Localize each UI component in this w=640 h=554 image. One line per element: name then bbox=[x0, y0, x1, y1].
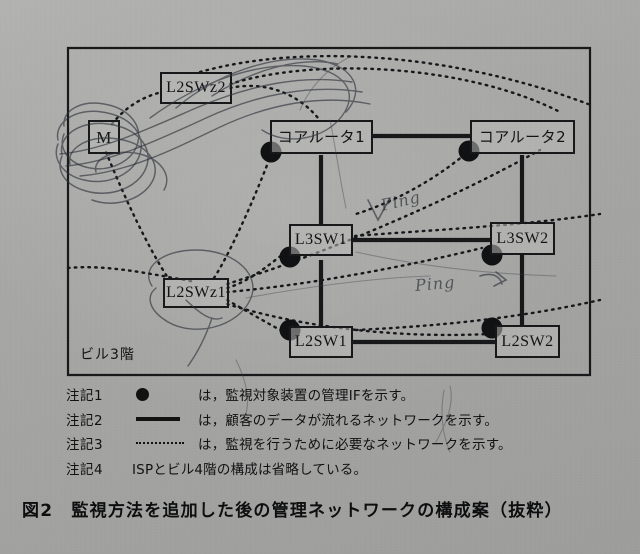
dotted-m-l2swz2 bbox=[110, 90, 164, 126]
handwritten-ping-lower: Ping bbox=[414, 272, 457, 295]
note-row-3: 注記3 は，監視を行うために必要なネットワークを示す。 bbox=[66, 431, 626, 456]
note-3-key: 注記3 bbox=[66, 437, 104, 454]
note-3-symbol bbox=[132, 442, 198, 445]
node-l2sw1-label: L2SW1 bbox=[294, 333, 348, 350]
node-l2sw1[interactable]: L2SW1 bbox=[289, 326, 353, 358]
note-1-key: 注記1 bbox=[66, 388, 104, 405]
figure-caption: 図2 監視方法を追加した後の管理ネットワークの構成案（抜粋） bbox=[22, 501, 563, 521]
dotted-lower-right bbox=[354, 298, 602, 332]
dotted-l2swz1-l3sw1 bbox=[225, 252, 285, 290]
solid-line-icon bbox=[136, 416, 180, 421]
dotted-line-icon bbox=[136, 442, 184, 445]
dotted-l2swz1-l2sw1 bbox=[225, 298, 290, 336]
dotted-core2-down bbox=[354, 148, 472, 216]
dotted-right-sweep bbox=[353, 212, 602, 238]
legend-notes: 注記1 は，監視対象装置の管理IFを示す。 注記2 は，顧客のデータが流れるネッ… bbox=[66, 382, 626, 480]
dotted-l2swz1-l2sw2 bbox=[225, 302, 490, 337]
note-row-1: 注記1 は，監視対象装置の管理IFを示す。 bbox=[66, 382, 626, 407]
note-2-symbol bbox=[132, 416, 198, 421]
floor-label: ビル3階 bbox=[80, 347, 135, 363]
customer-data-links bbox=[318, 133, 525, 345]
node-l2swz1-label: L2SWz1 bbox=[166, 284, 226, 301]
node-l3sw2[interactable]: L3SW2 bbox=[490, 222, 555, 255]
pen-loop-l2swz1 bbox=[148, 249, 254, 367]
node-core-router-2-label: コアルータ2 bbox=[478, 127, 567, 146]
node-core-router-2[interactable]: コアルータ2 bbox=[470, 120, 575, 154]
note-4-key: 注記4 bbox=[66, 461, 104, 478]
node-m-label: M bbox=[96, 127, 112, 147]
pen-sweeping-curves bbox=[59, 58, 371, 177]
note-3-text: は，監視を行うために必要なネットワークを示す。 bbox=[198, 437, 512, 454]
node-l2sw2-label: L2SW2 bbox=[501, 332, 554, 350]
pen-thin-strays bbox=[235, 55, 557, 453]
dotted-l2swz1-l3sw2 bbox=[225, 246, 484, 294]
node-l2swz1[interactable]: L2SWz1 bbox=[163, 278, 229, 308]
note-1-text: は，監視対象装置の管理IFを示す。 bbox=[198, 388, 415, 405]
note-row-2: 注記2 は，顧客のデータが流れるネットワークを示す。 bbox=[66, 407, 626, 432]
node-core-router-1-label: コアルータ1 bbox=[277, 127, 366, 146]
pen-ping-arrows bbox=[367, 197, 508, 287]
node-l3sw1[interactable]: L3SW1 bbox=[289, 224, 353, 256]
note-row-4: 注記4 ISPとビル4階の構成は省略している。 bbox=[66, 456, 626, 481]
node-core-router-1[interactable]: コアルータ1 bbox=[270, 120, 373, 154]
dotted-l2swz2-upper-sweep bbox=[198, 54, 590, 106]
dotted-l2swz2-core1 bbox=[228, 84, 320, 120]
note-2-key: 注記2 bbox=[66, 412, 104, 429]
node-l3sw1-label: L3SW1 bbox=[294, 231, 348, 248]
note-4-text: ISPとビル4階の構成は省略している。 bbox=[132, 461, 368, 478]
building-frame bbox=[66, 46, 592, 377]
note-1-symbol bbox=[132, 387, 198, 401]
dotted-l2swz1-core2 bbox=[225, 148, 542, 286]
pen-scribble-around-m bbox=[55, 102, 168, 204]
node-l2swz2[interactable]: L2SWz2 bbox=[160, 72, 232, 104]
node-l2sw2[interactable]: L2SW2 bbox=[495, 325, 560, 358]
node-l3sw2-label: L3SW2 bbox=[496, 229, 549, 247]
filled-circle-icon bbox=[136, 387, 149, 401]
dotted-l2swz1-core1 bbox=[212, 150, 274, 280]
note-2-text: は，顧客のデータが流れるネットワークを示す。 bbox=[198, 412, 499, 429]
